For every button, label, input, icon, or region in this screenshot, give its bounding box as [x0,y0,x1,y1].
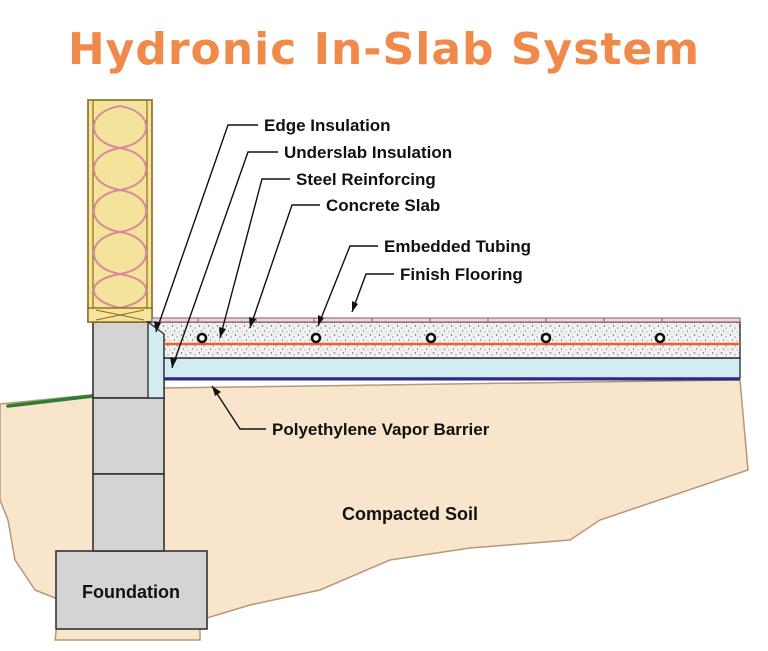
floor-plank [255,317,315,323]
stem-block [92,473,165,552]
leader-underslab-insulation [171,151,278,369]
finish-flooring [151,317,741,323]
tubing-cross-section [540,332,552,344]
leader-arrowheads [154,301,358,396]
batt-insulation-curve [92,105,148,309]
tubing-cross-section [310,332,322,344]
label-finish-flooring: Finish Flooring [400,265,523,284]
leader-embedded-tubing [317,245,378,327]
tubing-cross-section [425,332,437,344]
leader-concrete-slab [249,204,320,329]
label-steel-reinforcing: Steel Reinforcing [296,170,436,189]
floor-plank [661,317,741,323]
tubing-cross-section [196,332,208,344]
leader-edge-insulation [155,124,258,333]
edge-insulation [147,321,165,399]
underslab-insulation [163,357,741,379]
floor-plank [429,317,489,323]
concrete-slab [145,321,741,359]
floor-plank [151,317,199,323]
label-foundation: Foundation [82,582,180,602]
wall-batt-insulation [87,99,153,323]
grass-line [6,394,95,408]
label-underslab-insulation: Underslab Insulation [284,143,452,162]
floor-plank [371,317,431,323]
label-concrete-slab: Concrete Slab [326,196,440,215]
batt-insulation-curve [92,105,148,309]
leader-finish-flooring [351,273,394,313]
arrowhead [249,317,256,328]
floor-plank [603,317,663,323]
label-vapor-barrier: Polyethylene Vapor Barrier [272,420,490,439]
floor-plank [545,317,605,323]
diagram-title: Hydronic In-Slab System [68,24,700,75]
tubing-cross-section [654,332,666,344]
label-compacted-soil: Compacted Soil [342,504,478,524]
arrowhead [318,315,324,326]
arrowhead [170,357,177,368]
stem-block [92,397,165,475]
foundation-footing [55,550,208,630]
leader-lines [155,124,394,430]
leader-steel-reinforcing [219,178,290,339]
arrowhead [352,301,358,312]
arrowhead [154,321,161,332]
arrowhead [219,327,226,338]
label-embedded-tubing: Embedded Tubing [384,237,531,256]
arrowhead [212,386,221,396]
label-edge-insulation: Edge Insulation [264,116,391,135]
floor-plank [487,317,547,323]
sill-plate-mark [95,309,145,321]
leader-vapor-barrier [211,385,266,430]
floor-plank [197,317,257,323]
embedded-tubing [196,332,666,344]
